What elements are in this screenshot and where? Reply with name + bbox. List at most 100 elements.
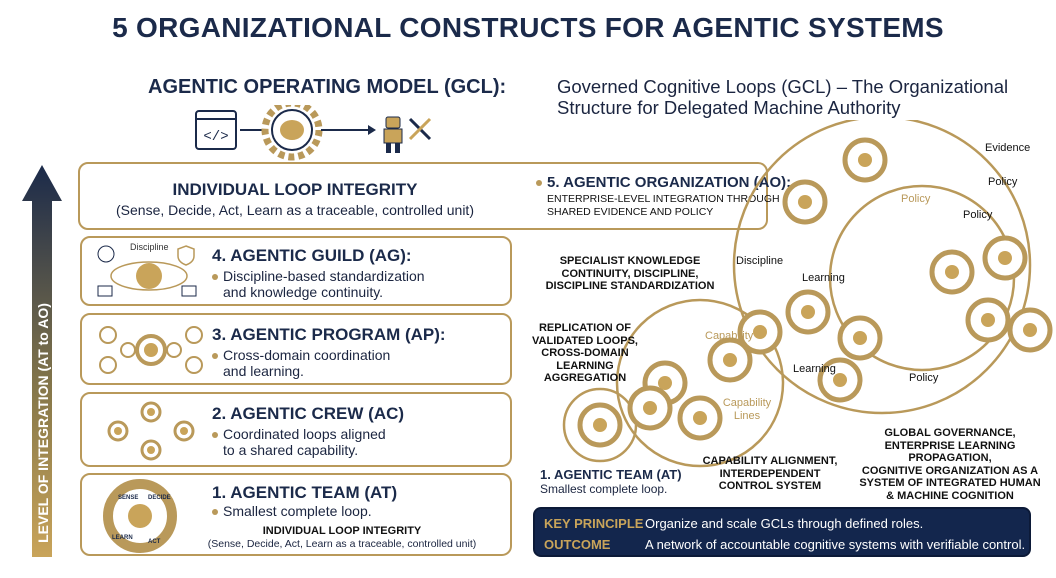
label-line: ENTERPRISE LEARNING PROPAGATION, bbox=[884, 439, 1016, 465]
mini-loop-icon bbox=[1007, 307, 1053, 353]
policy-label: Policy bbox=[963, 209, 993, 221]
code-window-icon: </> bbox=[195, 110, 237, 150]
box-desc: (Sense, Decide, Act, Learn as a traceabl… bbox=[116, 202, 474, 218]
label-line: DISCIPLINE STANDARDIZATION bbox=[545, 280, 715, 292]
level-desc: and learning. bbox=[223, 363, 304, 379]
label-line: CROSS-DOMAIN bbox=[541, 347, 629, 359]
individual-loop-integrity-box: INDIVIDUAL LOOP INTEGRITY (Sense, Decide… bbox=[78, 162, 768, 230]
label-line: SYSTEM OF INTEGRATED HUMAN bbox=[859, 477, 1041, 489]
axis-label: LEVEL OF INTEGRATION (AT to AO) bbox=[35, 303, 51, 543]
label-line: INTERDEPENDENT bbox=[719, 467, 821, 480]
level-title: 1. AGENTIC TEAM (AT) bbox=[212, 483, 398, 502]
at-label: 1. AGENTIC TEAM (AT)Smallest complete lo… bbox=[540, 467, 682, 496]
learning-label: Learning bbox=[802, 272, 845, 284]
level-agentic-crew: 2. AGENTIC CREW (AC) Coordinated loops a… bbox=[80, 392, 512, 467]
learning-label: Learning bbox=[793, 363, 836, 375]
crew-icon bbox=[107, 401, 195, 461]
label-line: COGNITIVE ORGANIZATION AS A bbox=[861, 464, 1039, 477]
level-desc: Cross-domain coordination bbox=[223, 347, 391, 363]
level-desc: Smallest complete loop. bbox=[223, 503, 372, 519]
label-line: LEARNING AGGREGATION bbox=[543, 359, 627, 385]
footer-desc: (Sense, Decide, Act, Learn as a traceabl… bbox=[207, 538, 477, 550]
at-desc: Smallest complete loop. bbox=[540, 482, 668, 496]
key-principle-text: Organize and scale GCLs through defined … bbox=[645, 516, 924, 531]
level-desc: Coordinated loops aligned bbox=[223, 426, 386, 442]
ao-desc: SHARED EVIDENCE AND POLICY bbox=[547, 205, 714, 218]
mini-loop-icon bbox=[965, 297, 1011, 343]
gcl-subtitle: Governed Cognitive Loops (GCL) – The Org… bbox=[557, 76, 1008, 118]
level-agentic-team: SENSE DECIDE ACT LEARN 1. AGENTIC TEAM (AT)… bbox=[80, 473, 512, 556]
crew-circle bbox=[615, 298, 785, 468]
operating-model-icons: </> bbox=[195, 105, 432, 161]
evidence-label: Evidence bbox=[985, 142, 1031, 154]
key-principle-panel: KEY PRINCIPLE Organize and scale GCLs th… bbox=[533, 507, 1031, 557]
mini-loop-icon bbox=[929, 249, 975, 295]
mini-loop-icon bbox=[785, 289, 831, 335]
at-title: 1. AGENTIC TEAM (AT) bbox=[540, 467, 682, 482]
program-icon bbox=[99, 326, 203, 374]
capability-label: Capability bbox=[705, 330, 754, 342]
team-loop-icon: SENSE DECIDE ACT LEARN bbox=[103, 479, 177, 553]
label-line: & MACHINE COGNITION bbox=[886, 489, 1014, 502]
footer-title: INDIVIDUAL LOOP INTEGRITY bbox=[262, 525, 422, 537]
label-line: GLOBAL GOVERNANCE, bbox=[884, 427, 1016, 439]
level-desc: and knowledge continuity. bbox=[223, 284, 384, 300]
mini-loop-icon bbox=[707, 337, 753, 383]
mini-loop-icon bbox=[837, 315, 883, 361]
operating-model-heading: AGENTIC OPERATING MODEL (GCL): bbox=[148, 76, 507, 98]
ao-circle bbox=[732, 120, 1032, 415]
global-governance-label: GLOBAL GOVERNANCE,ENTERPRISE LEARNING PR… bbox=[850, 427, 1050, 502]
label-line: CONTROL SYSTEM bbox=[718, 480, 822, 492]
level-agentic-guild: Discipline 4. AGENTIC GUILD (AG): Discip… bbox=[80, 236, 512, 306]
level-desc: to a shared capability. bbox=[223, 442, 359, 458]
mini-loop-icon bbox=[677, 395, 723, 441]
loop-label-learn: LEARN bbox=[112, 535, 133, 541]
label-line: CONTINUITY, DISCIPLINE, bbox=[561, 267, 699, 280]
mini-loop-icon bbox=[782, 179, 828, 225]
loop-label-act: ACT bbox=[148, 539, 161, 545]
capability-lines-label: Capability Lines bbox=[722, 397, 772, 422]
policy-label: Policy bbox=[901, 193, 931, 205]
level-desc: Discipline-based standardization bbox=[223, 268, 425, 284]
label-line: CAPABILITY ALIGNMENT, bbox=[702, 455, 838, 467]
label-line: VALIDATED LOOPS, bbox=[532, 334, 638, 347]
ao-desc: ENTERPRISE-LEVEL INTEGRATION THROUGH bbox=[547, 193, 780, 205]
policy-label: Policy bbox=[909, 372, 939, 384]
brain-gear-icon bbox=[261, 105, 323, 161]
mini-loop-icon bbox=[737, 309, 783, 355]
outcome-text: A network of accountable cognitive syste… bbox=[645, 537, 1026, 552]
discipline-label: Discipline bbox=[736, 255, 784, 267]
level-agentic-program: 3. AGENTIC PROGRAM (AP): Cross-domain co… bbox=[80, 313, 512, 385]
ao-label: 5. AGENTIC ORGANIZATION (AO): ENTERPRISE… bbox=[536, 174, 791, 218]
mini-loop-icon bbox=[982, 235, 1028, 281]
label-line: SPECIALIST KNOWLEDGE bbox=[559, 255, 701, 267]
mini-loop-icon bbox=[842, 137, 888, 183]
level-title: 2. AGENTIC CREW (AC) bbox=[212, 404, 405, 423]
subtitle-line: Governed Cognitive Loops (GCL) – The Org… bbox=[557, 76, 1009, 97]
mini-loop-icon bbox=[817, 357, 863, 403]
discipline-label: Discipline bbox=[130, 242, 169, 252]
box-title: INDIVIDUAL LOOP INTEGRITY bbox=[172, 180, 418, 199]
tools-icon bbox=[408, 117, 432, 141]
integration-axis-arrow: LEVEL OF INTEGRATION (AT to AO) bbox=[22, 165, 62, 557]
level-title: 3. AGENTIC PROGRAM (AP): bbox=[212, 325, 446, 344]
svg-text:</>: </> bbox=[203, 129, 228, 145]
outcome-label: OUTCOME bbox=[544, 537, 611, 552]
gcl-network-diagram bbox=[562, 120, 1053, 468]
loop-label-sense: SENSE bbox=[118, 495, 138, 501]
subtitle-line: Structure for Delegated Machine Authorit… bbox=[557, 97, 901, 118]
key-principle-label: KEY PRINCIPLE bbox=[544, 516, 644, 531]
ao-title: 5. AGENTIC ORGANIZATION (AO): bbox=[547, 174, 792, 191]
mini-loop-icon bbox=[627, 385, 673, 431]
label-line: REPLICATION OF bbox=[538, 322, 632, 334]
mini-loop-icon bbox=[577, 402, 623, 448]
policy-label: Policy bbox=[988, 176, 1018, 188]
level-title: 4. AGENTIC GUILD (AG): bbox=[212, 246, 412, 265]
guild-icon bbox=[97, 245, 197, 297]
robot-icon bbox=[383, 116, 403, 153]
loop-label-decide: DECIDE bbox=[148, 495, 171, 501]
page-title: 5 ORGANIZATIONAL CONSTRUCTS FOR AGENTIC … bbox=[112, 12, 944, 43]
